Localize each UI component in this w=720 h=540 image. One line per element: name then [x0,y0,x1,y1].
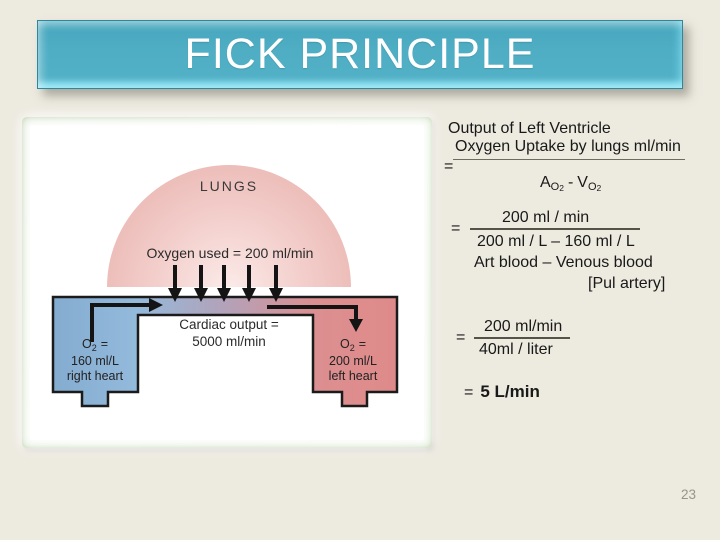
fraction1-denominator: AO2-VO2 [540,174,602,193]
oxygen-arrow-head [194,288,208,302]
fraction2-numerator: 200 ml / min [502,209,590,226]
left-heart-o2-line: O2= [339,337,367,353]
formula-heading: Output of Left Ventricle [448,120,611,137]
cardiac-output-line2: 5000 ml/min [192,333,266,349]
slide-title: FICK PRINCIPLE [184,30,536,78]
left-heart-inflow-arrow [267,305,363,332]
fraction2-note-art-venous: Art blood – Venous blood [474,254,653,271]
cardiac-output-line1: Cardiac output = [179,317,279,332]
oxygen-used-label: Oxygen used = 200 ml/min [146,245,314,261]
fraction1-numerator: Oxygen Uptake by lungs ml/min [453,137,685,161]
oxygen-arrow-head [242,288,256,302]
right-heart-name: right heart [66,369,124,383]
oxygen-arrow-head [168,288,182,302]
fraction2-bar [470,228,640,230]
fraction2-denominator: 200 ml / L – 160 ml / L [477,233,635,250]
oxygen-arrow-head [217,288,231,302]
fraction3-bar [474,337,570,339]
fraction2-note-pul-artery: [Pul artery] [588,275,666,292]
right-heart-value: 160 ml/L [71,353,119,368]
blood-vessel-shape [51,295,399,408]
left-heart-value: 200 ml/L [329,353,377,368]
oxygen-arrow-shaft [247,265,251,290]
oxygen-arrow-shaft [173,265,177,290]
slide-title-banner: FICK PRINCIPLE [37,20,683,89]
oxygen-arrow-shaft [274,265,278,290]
right-heart-outflow-arrow [90,298,163,342]
left-heart-label: O2= 200 ml/L left heart [290,337,416,385]
lungs-label: LUNGS [199,178,259,194]
fick-diagram-graphic [51,165,399,408]
page-number: 23 [680,487,696,502]
formula-result-value: 5 L/min [480,382,540,401]
equals-sign: = [444,158,454,175]
equals-sign: = [456,329,466,346]
oxygen-arrow-shaft [222,265,226,290]
oxygen-flow-arrows [168,265,283,302]
cardiac-output-label: Cardiac output = 5000 ml/min [124,317,334,350]
equals-sign: = [464,384,474,401]
formula-result-line: = 5 L/min [464,382,540,402]
lungs-shape [107,165,351,287]
left-heart-name: left heart [328,369,378,383]
oxygen-arrow-head [269,288,283,302]
fraction3-denominator: 40ml / liter [479,341,553,358]
right-heart-label: O2= 160 ml/L right heart [32,337,158,385]
fraction3-numerator: 200 ml/min [484,318,563,335]
fick-diagram-frame: LUNGS Oxygen used = 200 ml/min Cardiac o… [22,117,432,448]
equals-sign: = [451,220,461,237]
formula-panel: Output of Left Ventricle = Oxygen Uptake… [440,113,718,453]
oxygen-arrow-shaft [199,265,203,290]
right-heart-o2-line: O2= [81,337,109,353]
